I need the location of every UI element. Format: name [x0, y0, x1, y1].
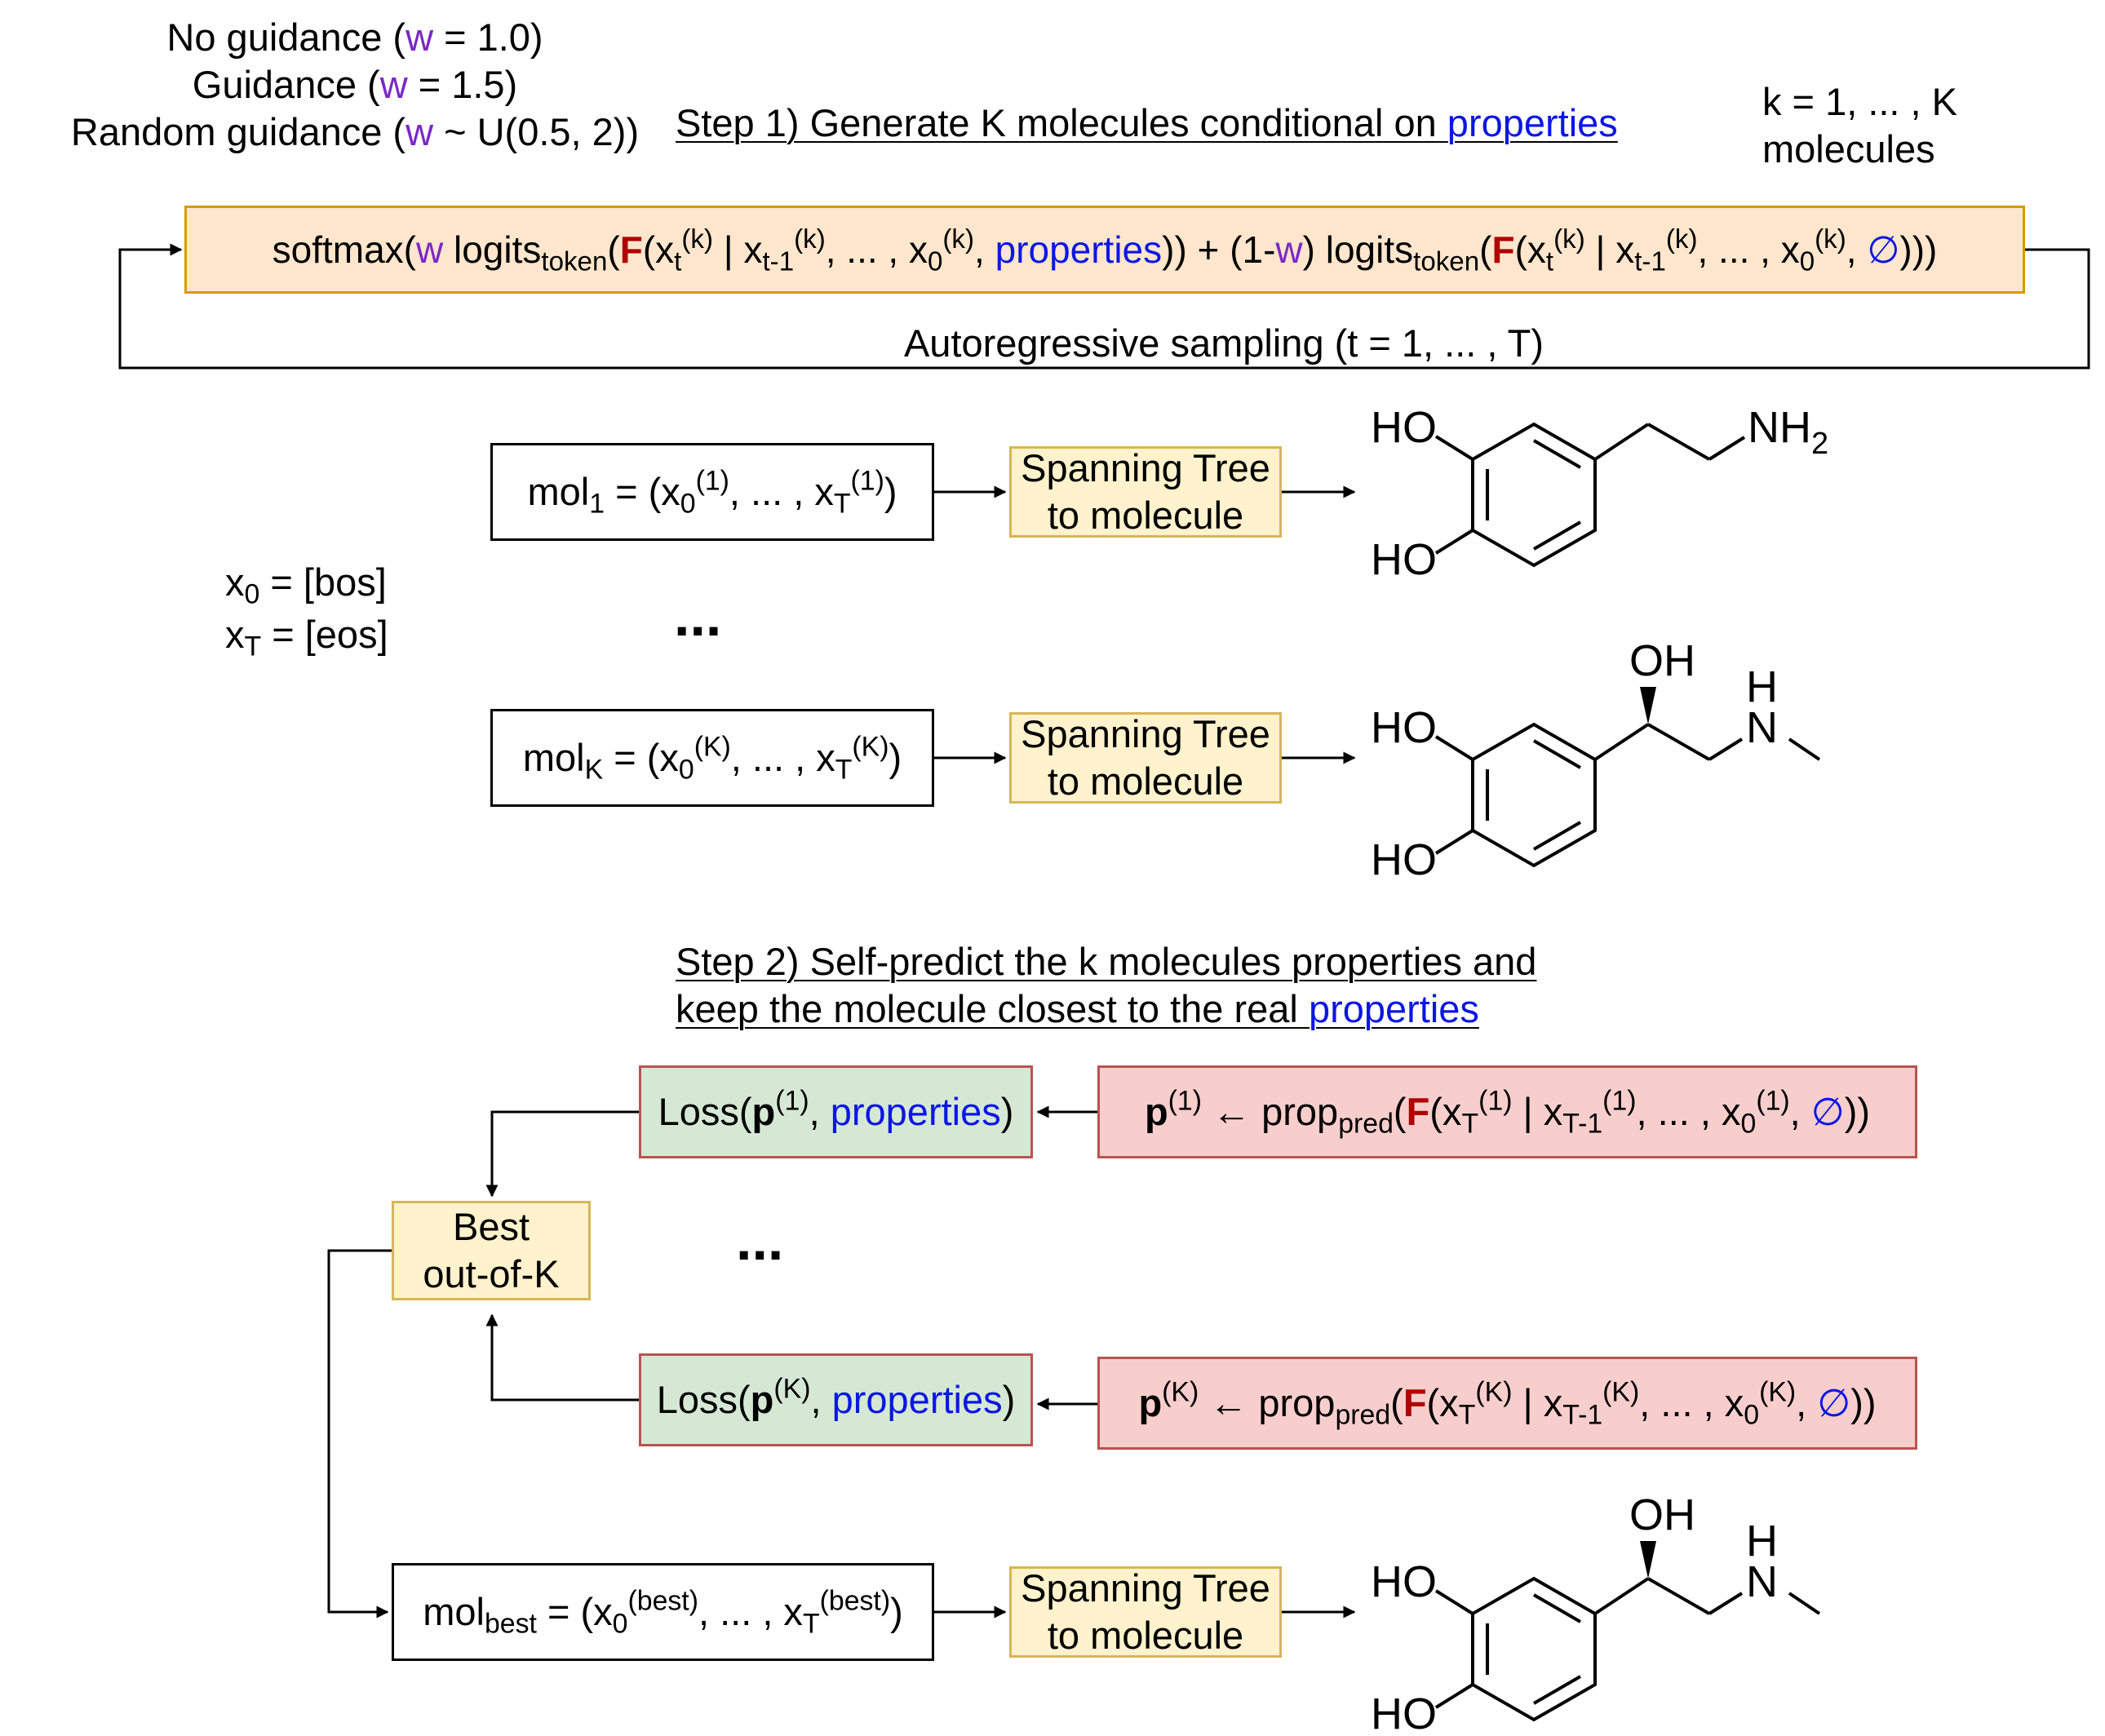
arrow-lossK-to-best — [485, 1313, 639, 1402]
molbest-sequence-box: molbest = (x0(best), ... , xT(best)) — [392, 1563, 934, 1661]
arrow-loss1-to-best — [485, 1110, 639, 1198]
dopamine-amine: NH2 — [1748, 403, 1828, 461]
loss-box-1: Loss(p(1), properties) — [639, 1065, 1033, 1158]
ellipsis-predictions: ... — [736, 1208, 784, 1272]
guidance-none-label: No guidance (w = 1.0) — [166, 16, 543, 59]
epinephrine-best-ho-bottom: HO — [1371, 1690, 1437, 1736]
autoregressive-loop-label: Autoregressive sampling (t = 1, ... , T) — [903, 321, 1544, 365]
arrow-best-to-molbest — [327, 1249, 392, 1619]
xT-definition: xT = [eos] — [225, 613, 388, 662]
dopamine-ho-top: HO — [1371, 403, 1437, 452]
loss-box-K: Loss(p(K), properties) — [639, 1353, 1033, 1446]
epinephrine-best-n: N — [1746, 1557, 1778, 1606]
guidance-fixed-label: Guidance (w = 1.5) — [192, 63, 518, 106]
epinephrine-K-ho-bottom: HO — [1371, 835, 1437, 884]
prediction-box-K: p(K) ← proppred(F(xT(K) | xT-1(K), ... ,… — [1097, 1357, 1917, 1450]
epinephrine-best-ho-top: HO — [1371, 1557, 1437, 1606]
ellipsis-molecules: ... — [674, 584, 722, 648]
molK-sequence-box: molK = (x0(K), ... , xT(K)) — [490, 709, 934, 807]
epinephrine-structure-best — [1434, 1576, 1821, 1722]
epinephrine-K-ho-top: HO — [1371, 703, 1437, 752]
guidance-random-label: Random guidance (w ~ U(0.5, 2)) — [70, 110, 640, 153]
epinephrine-K-n: N — [1746, 703, 1778, 752]
epinephrine-K-h: H — [1746, 662, 1778, 711]
wedge-bond-K — [1640, 687, 1656, 724]
epinephrine-structure-K — [1434, 722, 1821, 868]
k-range-note: k = 1, ... , K molecules — [1762, 80, 1958, 170]
loop-arrow — [118, 243, 2090, 370]
dopamine-structure — [1434, 422, 1746, 568]
softmax-guidance-box: softmax(w logitstoken(F(xt(k) | xt-1(k),… — [184, 206, 2025, 294]
epinephrine-K-oh: OH — [1629, 636, 1695, 685]
wedge-bond-best — [1640, 1541, 1656, 1579]
prediction-box-1: p(1) ← proppred(F(xT(1) | xT-1(1), ... ,… — [1097, 1065, 1917, 1158]
step2-heading-line2: keep the molecule closest to the real pr… — [676, 987, 1479, 1030]
mol1-sequence-box: mol1 = (x0(1), ... , xT(1)) — [490, 443, 934, 541]
epinephrine-best-oh: OH — [1629, 1490, 1695, 1539]
x0-definition: x0 = [bos] — [225, 560, 387, 610]
step1-heading: Step 1) Generate K molecules conditional… — [676, 101, 1618, 144]
step2-heading-line1: Step 2) Self-predict the k molecules pro… — [676, 940, 1537, 983]
epinephrine-best-h: H — [1746, 1517, 1778, 1566]
dopamine-ho-bottom: HO — [1371, 535, 1437, 584]
